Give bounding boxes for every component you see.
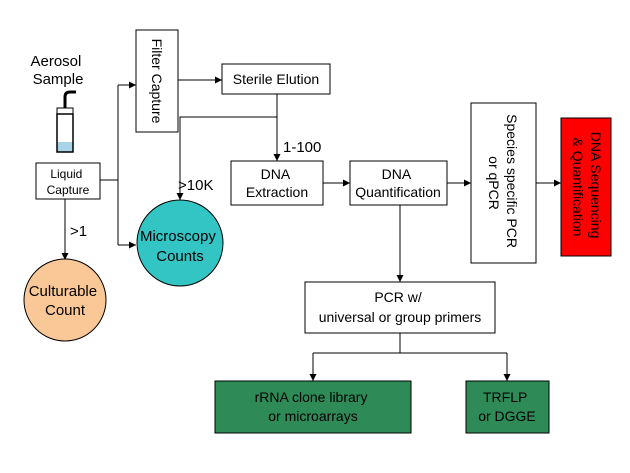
svg-text:Species specific PCR or: Species specific PCR or qPCR bbox=[486, 114, 520, 252]
pcr-universal-label-line2: universal or group primers bbox=[319, 309, 482, 325]
dna-sequencing-box: DNA Sequencing & Quantification bbox=[560, 117, 612, 257]
culturable-count-node: Culturable Count bbox=[23, 258, 107, 342]
microscopy-counts-label-line1: Microscopy bbox=[140, 228, 216, 245]
culturable-count-label-line1: Culturable bbox=[29, 283, 97, 300]
svg-text:DNA Quantification: DNA Quantification bbox=[355, 166, 441, 200]
svg-text:DNA Sequencing & Quantif: DNA Sequencing & Quantification bbox=[570, 132, 604, 243]
trflp-label-line1: TRFLP bbox=[483, 389, 527, 405]
sample-vial-icon bbox=[56, 90, 76, 153]
species-pcr-label-line2: or qPCR bbox=[486, 156, 502, 210]
arrow-elution-to-microscopy bbox=[176, 116, 277, 200]
pcr-universal-box: PCR w/ universal or group primers bbox=[304, 281, 496, 334]
aerosol-sample-label: Aerosol Sample bbox=[30, 53, 85, 88]
connectors bbox=[61, 76, 561, 381]
microscopy-counts-label-line2: Counts bbox=[156, 248, 204, 265]
edge-label-gt10k: >10K bbox=[178, 177, 213, 194]
svg-text:TRFLP or DGGE: TRFLP or DGGE bbox=[478, 389, 536, 424]
liquid-capture-box: Liquid Capture bbox=[35, 162, 101, 200]
trflp-box: TRFLP or DGGE bbox=[465, 380, 550, 434]
svg-text:Liquid Capture: Liquid Capture bbox=[47, 167, 90, 197]
species-pcr-box: Species specific PCR or qPCR bbox=[470, 102, 537, 264]
dna-extraction-label-line1: DNA bbox=[261, 166, 291, 182]
filter-capture-box: Filter Capture bbox=[135, 29, 179, 133]
dna-sequencing-label-line2: & Quantification bbox=[570, 138, 586, 237]
rrna-clone-box: rRNA clone library or microarrays bbox=[214, 380, 412, 434]
edge-label-1-100: 1-100 bbox=[283, 139, 321, 156]
dna-quantification-label-line2: Quantification bbox=[355, 184, 441, 200]
svg-text:PCR w/ universal or grou: PCR w/ universal or group primers bbox=[319, 289, 482, 325]
dna-extraction-label-line2: Extraction bbox=[246, 184, 308, 200]
dna-quantification-box: DNA Quantification bbox=[349, 160, 448, 206]
svg-text:rRNA clone library or mi: rRNA clone library or microarrays bbox=[255, 389, 372, 424]
liquid-capture-label-line2: Capture bbox=[47, 183, 90, 197]
pcr-universal-label-line1: PCR w/ bbox=[374, 289, 422, 305]
dna-quantification-label-line1: DNA bbox=[382, 166, 412, 182]
culturable-count-label-line2: Count bbox=[45, 302, 86, 319]
filter-capture-label: Filter Capture bbox=[149, 39, 165, 124]
microscopy-counts-node: Microscopy Counts bbox=[136, 199, 224, 287]
svg-text:Microscopy Counts: Microscopy Counts bbox=[140, 228, 220, 265]
rrna-clone-label-line2: or microarrays bbox=[268, 408, 357, 424]
sterile-elution-label: Sterile Elution bbox=[233, 71, 319, 87]
sterile-elution-box: Sterile Elution bbox=[221, 63, 331, 95]
dna-extraction-box: DNA Extraction bbox=[230, 160, 324, 206]
trflp-label-line2: or DGGE bbox=[478, 408, 536, 424]
dna-sequencing-label-line1: DNA Sequencing bbox=[588, 132, 604, 239]
species-pcr-label-line1: Species specific PCR bbox=[504, 114, 520, 248]
rrna-clone-label-line1: rRNA clone library bbox=[255, 389, 368, 405]
liquid-capture-label-line1: Liquid bbox=[50, 167, 82, 181]
svg-text:Culturable Count: Culturable Count bbox=[29, 283, 102, 319]
svg-text:DNA Extraction: DNA Extraction bbox=[246, 166, 308, 200]
edge-label-gt1: >1 bbox=[70, 223, 87, 240]
